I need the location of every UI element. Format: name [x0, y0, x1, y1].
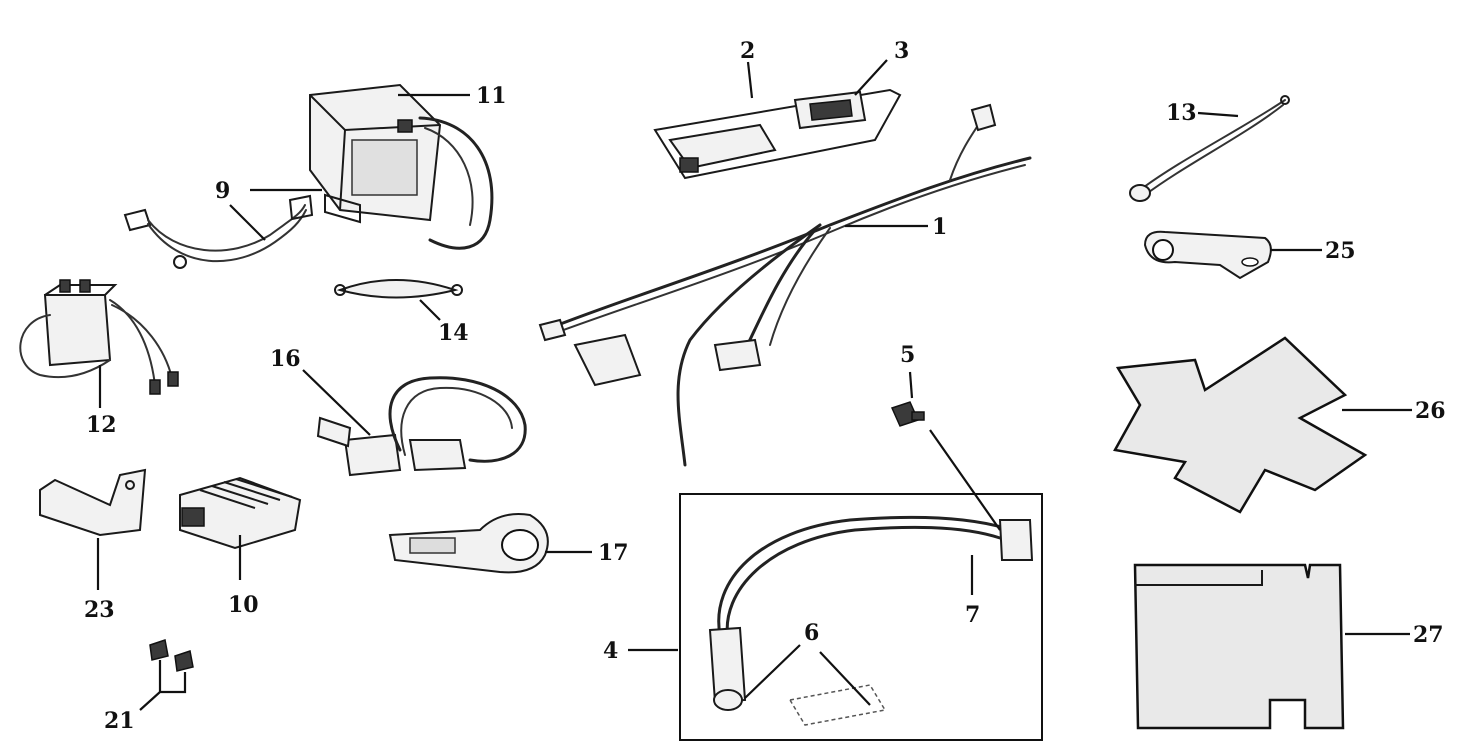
callout-3: 3 [894, 38, 909, 64]
callout-10: 10 [228, 592, 259, 618]
part-21-bolts [149, 639, 194, 672]
callout-27: 27 [1413, 622, 1444, 648]
callout-16: 16 [270, 346, 301, 372]
callout-1: 1 [932, 214, 947, 240]
callout-labels: 1 2 3 4 5 6 7 9 10 11 12 13 14 16 17 21 … [84, 38, 1446, 734]
part-9-wire-lead [123, 194, 314, 269]
leader-lines [96, 59, 1412, 711]
part-1-wire-harness [538, 103, 1032, 467]
part-16-ignition-switch [316, 376, 527, 477]
callout-2: 2 [740, 38, 755, 64]
part-2-3-fuse-plate [653, 88, 902, 180]
part-11-cdi-unit [309, 83, 494, 250]
callout-25: 25 [1325, 238, 1356, 264]
callout-23: 23 [84, 597, 115, 623]
part-12-starter-relay [19, 279, 179, 395]
part-10-regulator-rectifier [179, 476, 302, 550]
callout-4: 4 [603, 638, 618, 664]
callout-6: 6 [804, 620, 819, 646]
part-23-bracket [39, 468, 147, 537]
callout-17: 17 [598, 540, 629, 566]
callout-5: 5 [900, 342, 915, 368]
part-14-strap [334, 279, 463, 299]
part-17-clamp-strap [388, 513, 549, 574]
part-27-cover-sheet [1133, 563, 1345, 730]
callout-26: 26 [1415, 398, 1446, 424]
callout-9: 9 [215, 178, 230, 204]
callout-7: 7 [965, 602, 980, 628]
callout-12: 12 [86, 412, 117, 438]
part-13-lead [1129, 95, 1290, 202]
callout-13: 13 [1166, 100, 1197, 126]
callout-21: 21 [104, 708, 135, 734]
part-26-cross-pad [1113, 336, 1368, 514]
part-4-sensor-box [679, 493, 1043, 741]
callout-14: 14 [438, 320, 469, 346]
callout-11: 11 [476, 83, 507, 109]
part-25-bracket [1143, 230, 1272, 280]
part-5-bolt [890, 401, 925, 427]
